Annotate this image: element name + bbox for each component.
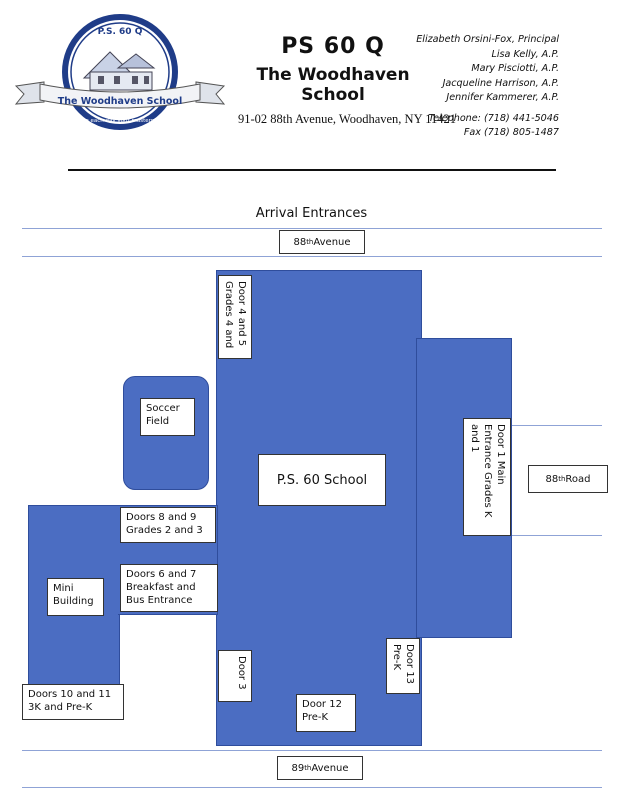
street-suffix: th — [306, 237, 314, 246]
label-soccer-field: Soccer Field — [140, 398, 195, 436]
staff-line: Elizabeth Orsini-Fox, Principal — [416, 34, 559, 45]
map-title: Arrival Entrances — [255, 206, 368, 221]
staff-line: Jacqueline Harrison, A.P. — [442, 77, 559, 89]
school-name: The Woodhaven School — [256, 65, 410, 105]
staff-line: Jennifer Kammerer, A.P. — [446, 92, 559, 103]
school-title-block: PS 60 Q The Woodhaven School 91-02 88th … — [238, 34, 457, 127]
street-type: Avenue — [313, 236, 351, 248]
street-number: 88 — [293, 236, 307, 248]
logo-motto: Make each day your masterpiece — [74, 118, 166, 124]
label-door-1-main-entrance: Door 1 Main Entrance Grades K and 1 — [463, 418, 511, 536]
street-line-88th-road-bottom — [510, 535, 602, 536]
staff-line: Lisa Kelly, A.P. — [491, 48, 559, 60]
fax: Fax (718) 805-1487 — [463, 126, 559, 138]
label-mini-building: Mini Building — [47, 578, 104, 616]
label-door-4-5: Door 4 and 5 Grades 4 and — [218, 275, 252, 359]
street-type: Road — [565, 473, 591, 485]
label-doors-8-9: Doors 8 and 9 Grades 2 and 3 — [120, 507, 216, 543]
street-number: 89 — [291, 762, 305, 774]
header-divider — [68, 169, 556, 171]
street-line-88th-road-top — [510, 425, 602, 426]
label-door-3: Door 3 — [218, 650, 252, 702]
logo-emblem-text: P.S. 60 Q — [98, 27, 143, 37]
staff-list: Elizabeth Orsini-Fox, Principal Lisa Kel… — [416, 33, 559, 106]
street-suffix: th — [304, 763, 312, 772]
contact-info: Telephone: (718) 441-5046 Fax (718) 805-… — [429, 112, 560, 139]
street-line-88th-ave-top — [22, 228, 602, 229]
street-line-88th-ave-bottom — [22, 256, 602, 257]
street-type: Avenue — [311, 762, 349, 774]
label-door-12: Door 12 Pre-K — [296, 694, 356, 732]
school-address: 91-02 88th Avenue, Woodhaven, NY 11421 — [238, 112, 457, 126]
label-doors-6-7: Doors 6 and 7 Breakfast and Bus Entrance — [120, 564, 218, 612]
street-suffix: th — [558, 474, 566, 483]
school-code: PS 60 Q — [281, 34, 385, 59]
telephone: Telephone: (718) 441-5046 — [428, 113, 560, 124]
street-line-89th-ave-top — [22, 750, 602, 751]
street-line-89th-ave-bottom — [22, 787, 602, 788]
label-doors-10-11: Doors 10 and 11 3K and Pre-K — [22, 684, 124, 720]
street-number: 88 — [545, 473, 559, 485]
school-logo: P.S. 60 Q The Woodhaven School Make each… — [14, 14, 226, 130]
label-ps60-school: P.S. 60 School — [258, 454, 386, 506]
staff-line: Mary Pisciotti, A.P. — [471, 63, 559, 74]
label-door-13: Door 13 Pre-K — [386, 638, 420, 694]
logo-banner-text: The Woodhaven School — [58, 96, 182, 107]
